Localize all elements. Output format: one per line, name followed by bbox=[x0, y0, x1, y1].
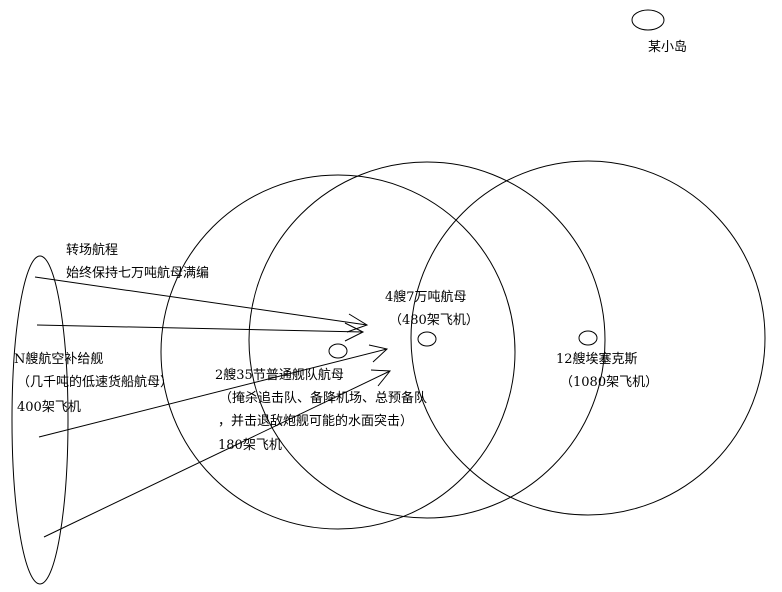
supply-fleet-planes: 400架飞机 bbox=[17, 400, 81, 415]
carrier-group-range-circle bbox=[248, 161, 606, 519]
transit-note: 始终保持七万吨航母满编 bbox=[66, 266, 210, 281]
transit-arrow-1 bbox=[34, 276, 369, 333]
transit-arrow-3 bbox=[38, 344, 389, 438]
fleet-carrier-note-2: ，并击退敌炮舰可能的水面突击） bbox=[218, 414, 414, 429]
carrier-group-title: 4艘7万吨航母 bbox=[385, 290, 467, 305]
carrier-group-planes: （480架飞机） bbox=[389, 313, 479, 328]
fleet-carrier-range-circle bbox=[160, 174, 516, 530]
supply-fleet-ellipse bbox=[11, 255, 69, 585]
carrier-group-marker bbox=[417, 331, 437, 347]
island-marker bbox=[631, 9, 665, 31]
island-label: 某小岛 bbox=[648, 40, 688, 55]
transit-title: 转场航程 bbox=[66, 243, 119, 258]
fleet-carrier-planes: 180架飞机 bbox=[218, 438, 282, 453]
aegis-title: 12艘埃塞克斯 bbox=[556, 352, 638, 367]
fleet-carrier-marker bbox=[328, 343, 348, 359]
supply-fleet-title: N艘航空补给舰 bbox=[14, 352, 104, 367]
transit-arrow-4 bbox=[43, 369, 391, 538]
aegis-planes: （1080架飞机） bbox=[560, 375, 659, 390]
fleet-carrier-title: 2艘35节普通舰队航母 bbox=[215, 368, 344, 383]
supply-fleet-note: （几千吨的低速货船航母） bbox=[17, 375, 174, 390]
transit-arrow-2 bbox=[36, 322, 365, 342]
fleet-carrier-note-1: （掩杀追击队、备降机场、总预备队 bbox=[219, 391, 428, 406]
aegis-marker bbox=[578, 330, 598, 346]
aegis-range-circle bbox=[410, 160, 766, 516]
